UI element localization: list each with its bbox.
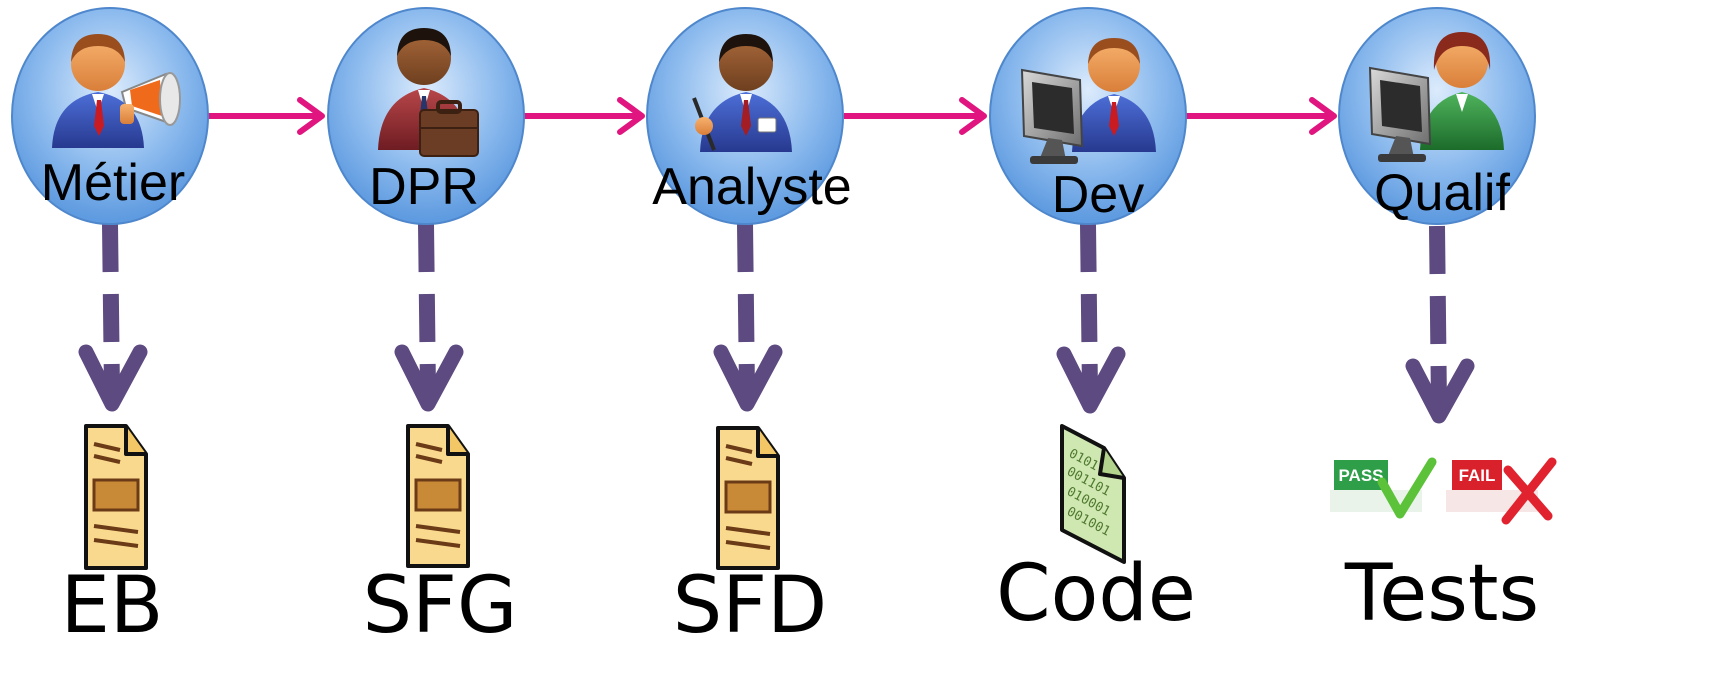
artifact-label: Code [996, 549, 1196, 639]
artifact-label: EB [61, 561, 164, 651]
fail-text: FAIL [1459, 466, 1496, 485]
role-analyste: Analyste [646, 7, 852, 225]
flow-arrow-4 [1186, 97, 1337, 135]
artifact-label: Tests [1344, 549, 1539, 639]
role-label: Métier [41, 154, 185, 212]
fail-stamp: FAIL [1446, 457, 1557, 525]
output-arrow-tests [1405, 225, 1475, 424]
role-metier: Métier [11, 7, 209, 225]
computer-person-icon [1368, 32, 1504, 162]
artifact-sfg: SFG [363, 424, 518, 651]
pass-text: PASS [1338, 466, 1383, 485]
output-arrow-sfd [713, 223, 783, 412]
role-qualif: Qualif [1338, 7, 1536, 225]
role-label: DPR [369, 158, 479, 216]
flow-arrow-2 [524, 97, 645, 135]
pass-fail-icon: PASS FAIL [1330, 457, 1557, 525]
briefcase-person-icon [378, 28, 479, 157]
flow-arrows [208, 97, 1337, 135]
computer-person-icon [1020, 38, 1156, 164]
pass-stamp: PASS [1330, 457, 1437, 519]
artifact-tests: PASS FAIL Tests [1330, 457, 1557, 639]
role-label: Analyste [652, 158, 851, 216]
artifact-sfd: SFD [673, 426, 827, 651]
writer-person-icon [692, 34, 792, 152]
role-label: Qualif [1374, 164, 1510, 222]
artifact-code: 0101 001101 010001 001001 Code [996, 424, 1196, 639]
artifact-label: SFG [363, 561, 518, 651]
flow-arrow-3 [844, 97, 987, 135]
binary-file-icon: 0101 001101 010001 001001 [1060, 424, 1126, 564]
document-icon [84, 424, 148, 570]
flow-arrow-1 [208, 97, 325, 135]
artifact-eb: EB [61, 424, 164, 651]
artifact-label: SFD [673, 561, 827, 651]
document-icon [716, 426, 780, 570]
output-arrow-sfg [394, 223, 464, 412]
output-arrows [78, 223, 1475, 424]
role-dev: Dev [989, 7, 1187, 225]
role-dpr: DPR [327, 7, 525, 225]
megaphone-person-icon [52, 34, 181, 148]
output-arrow-code [1056, 223, 1126, 414]
role-label: Dev [1052, 166, 1144, 224]
document-icon [406, 424, 470, 568]
output-arrow-eb [78, 223, 148, 412]
